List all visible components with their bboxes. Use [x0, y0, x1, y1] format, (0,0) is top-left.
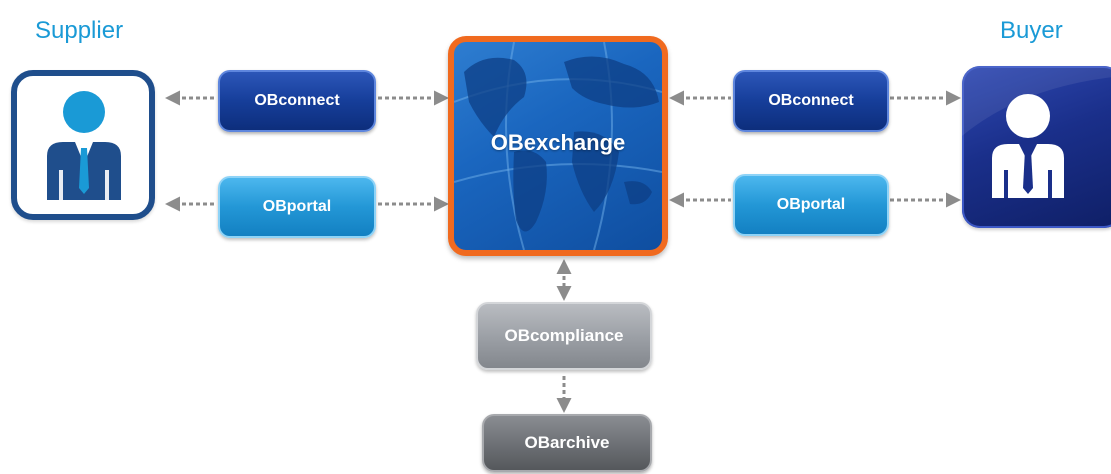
- supplier-person-icon: [47, 91, 121, 200]
- supplier-obportal-node[interactable]: OBportal: [218, 176, 376, 238]
- supplier-label: Supplier: [35, 17, 124, 44]
- supplier-obportal-label: OBportal: [262, 198, 332, 215]
- globe-icon: [454, 42, 662, 250]
- exchange-hub: OBexchange: [448, 36, 668, 256]
- obcompliance-node[interactable]: OBcompliance: [476, 302, 652, 370]
- buyer-obconnect-label: OBconnect: [768, 92, 854, 109]
- obarchive-node[interactable]: OBarchive: [482, 414, 652, 472]
- buyer-label: Buyer: [1000, 17, 1063, 44]
- buyer-obportal-node[interactable]: OBportal: [733, 174, 889, 236]
- buyer-person-icon: [962, 66, 1111, 198]
- supplier-avatar: [11, 70, 155, 220]
- buyer-obconnect-node[interactable]: OBconnect: [733, 70, 889, 132]
- supplier-obconnect-label: OBconnect: [254, 92, 340, 109]
- supplier-obconnect-node[interactable]: OBconnect: [218, 70, 376, 132]
- buyer-obportal-label: OBportal: [776, 196, 846, 213]
- obarchive-label: OBarchive: [524, 433, 610, 452]
- hub-title: OBexchange: [490, 130, 626, 155]
- buyer-avatar: [962, 66, 1111, 228]
- obcompliance-label: OBcompliance: [504, 326, 624, 345]
